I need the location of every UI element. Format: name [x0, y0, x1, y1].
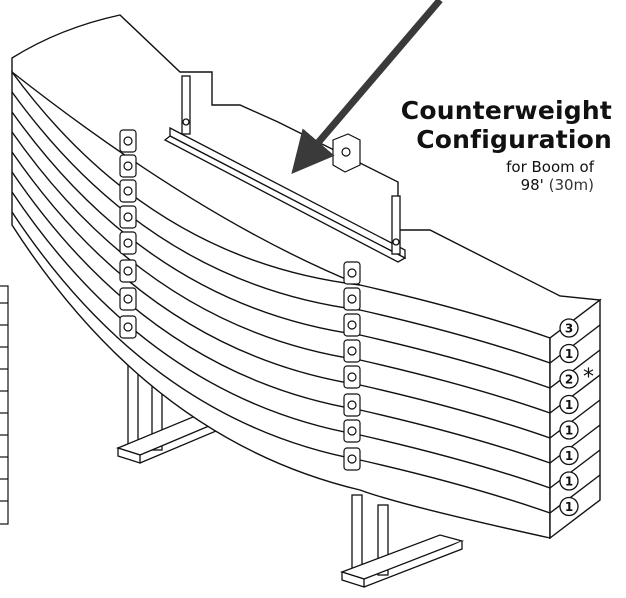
- title-line-2: Configuration: [416, 125, 612, 154]
- slab-badge-label: 1: [565, 500, 573, 514]
- slab-badge-circle: [559, 318, 579, 338]
- top-lug: [332, 133, 361, 173]
- title-line-1: Counterweight: [400, 96, 612, 125]
- slab-badge-label: 2: [565, 373, 573, 387]
- asterisk-note: *: [583, 365, 594, 390]
- slab-badge-label: 1: [565, 347, 573, 361]
- boom-length-metric: (30m): [548, 176, 594, 194]
- slab-badge-circle: [559, 369, 579, 389]
- slab-badge-circle: [559, 343, 579, 364]
- pointer-arrow: [291, 0, 443, 174]
- right-lug-column: [343, 261, 361, 471]
- slab-badge-circle: [559, 394, 579, 415]
- diagram-subtitle: for Boom of 98' (30m): [394, 158, 594, 194]
- slab-badges: 3 1 2 1 1 1 1 1 *: [559, 318, 594, 517]
- subtitle-line-1: for Boom of: [506, 158, 594, 176]
- slab-badge-label: 1: [565, 424, 573, 438]
- slab-badge-circle: [559, 445, 579, 466]
- right-support-leg: [340, 494, 465, 588]
- lifting-bar: [163, 75, 407, 263]
- subtitle-line-2: 98' (30m): [394, 176, 594, 194]
- left-edge-slabs: [0, 285, 9, 525]
- left-support-leg: [116, 349, 231, 464]
- slab-stack: [11, 14, 602, 540]
- slab-badge-label: 3: [565, 322, 573, 336]
- slab-badge-label: 1: [565, 449, 573, 463]
- diagram-title: Counterweight Configuration: [352, 96, 612, 154]
- slab-badge-circle: [559, 496, 579, 517]
- slab-badge-circle: [559, 471, 579, 491]
- slab-badge-circle: [559, 420, 579, 440]
- slab-badge-label: 1: [565, 398, 573, 412]
- boom-length-imperial: 98': [520, 176, 544, 194]
- left-lug-column: [119, 129, 137, 339]
- slab-badge-label: 1: [565, 475, 573, 489]
